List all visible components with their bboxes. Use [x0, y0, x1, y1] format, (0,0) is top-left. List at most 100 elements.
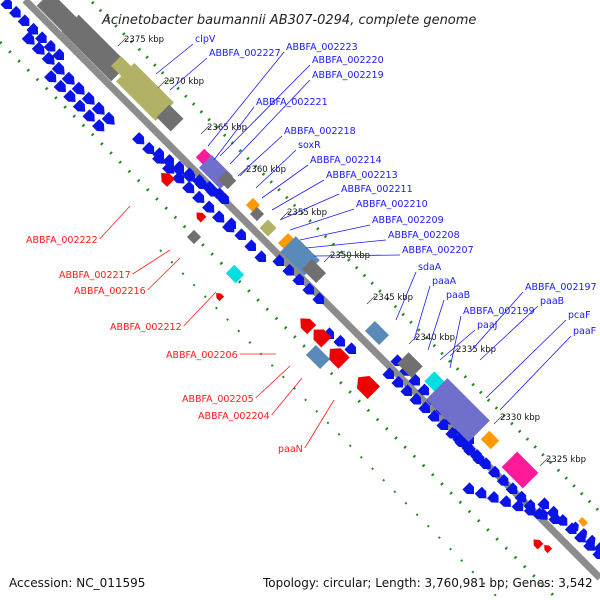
forward-gene-label[interactable]: ABBFA_002207: [402, 245, 474, 256]
cds-arrow-lane-g: [312, 292, 325, 305]
feature-cyan-block: [225, 264, 245, 284]
cds-arrow-lane-e: [206, 184, 218, 197]
cds-arrow-lane-g: [302, 282, 315, 295]
forward-gene-label[interactable]: paaJ: [477, 320, 497, 331]
cds-arrow-lane-j: [400, 384, 413, 397]
forward-gene-label[interactable]: ABBFA_002197: [525, 282, 597, 293]
forward-label-leader: [207, 51, 285, 147]
forward-gene-label[interactable]: ABBFA_002208: [388, 230, 460, 241]
reverse-gene-label[interactable]: ABBFA_002212: [110, 322, 182, 333]
cds-arrow-lane-e: [217, 192, 230, 205]
cds-arrow-lane-m: [546, 505, 559, 518]
cds-arrow-lane-n: [568, 521, 579, 532]
forward-label-leader: [485, 319, 567, 399]
reverse-cds-arrow: [544, 545, 553, 554]
feature-olive-block: [116, 63, 174, 121]
reverse-gene-label[interactable]: ABBFA_002216: [74, 286, 146, 297]
cds-arrow-lane-k: [487, 465, 500, 478]
forward-label-leader: [237, 135, 283, 177]
cds-arrow-lane-d: [162, 154, 175, 166]
forward-label-leader: [271, 179, 325, 211]
reverse-label-leader: [99, 205, 131, 240]
cds-arrow-lane-a: [72, 99, 86, 112]
cds-arrow-top: [9, 5, 21, 18]
forward-gene-label[interactable]: sdaA: [418, 262, 442, 273]
forward-gene-label[interactable]: ABBFA_002211: [341, 184, 413, 195]
forward-gene-label[interactable]: ABBFA_002221: [256, 97, 328, 108]
map-title: Acinetobacter baumannii AB307-0294, comp…: [101, 13, 476, 28]
kbp-tick-mark: [157, 79, 167, 89]
cds-arrow-lane-m: [592, 547, 600, 560]
reverse-gene-label[interactable]: ABBFA_002217: [59, 270, 131, 281]
forward-label-leader: [413, 285, 431, 341]
feature-magenta-block: [501, 451, 539, 489]
cds-arrow-lane-b: [41, 51, 55, 65]
gc-dot-track-inner: [0, 40, 561, 600]
kbp-tick-mark: [366, 295, 376, 305]
cds-arrow-lane-b: [101, 111, 115, 125]
cds-arrow-lane-b: [31, 41, 45, 55]
cds-arrow-lane-c: [132, 132, 145, 145]
cds-arrow-lane-a: [82, 109, 95, 122]
kbp-tick-label: 2365 kbp: [207, 123, 247, 133]
forward-gene-label[interactable]: ABBFA_002220: [312, 55, 384, 66]
reverse-gene-label[interactable]: ABBFA_002204: [198, 411, 270, 422]
cds-arrow-lane-j: [427, 409, 440, 422]
cds-arrow-lane-l: [474, 486, 487, 499]
forward-gene-label[interactable]: ABBFA_002218: [284, 126, 356, 137]
cds-arrow-lane-j: [445, 426, 458, 439]
kbp-tick-label: 2370 kbp: [164, 77, 204, 87]
kbp-tick-label: 2360 kbp: [246, 165, 286, 175]
cds-arrow-lane-b: [61, 71, 75, 85]
forward-label-leader: [313, 254, 401, 257]
forward-label-leader: [469, 291, 524, 353]
cds-arrow-lane-f: [224, 217, 237, 230]
forward-label-leader: [255, 149, 297, 189]
cds-arrow-lane-b: [21, 31, 35, 45]
kbp-tick-label: 2340 kbp: [415, 333, 455, 343]
forward-gene-label[interactable]: paaA: [432, 276, 457, 287]
forward-gene-label[interactable]: ABBFA_002213: [326, 170, 398, 181]
reverse-cds-arrow: [533, 539, 544, 550]
forward-gene-label[interactable]: ABBFA_002210: [356, 199, 428, 210]
forward-gene-label[interactable]: ABBFA_002223: [286, 42, 358, 53]
forward-gene-label[interactable]: paaF: [573, 326, 596, 337]
reverse-gene-label[interactable]: ABBFA_002206: [166, 350, 238, 361]
cds-arrow-lane-c: [142, 141, 155, 155]
cds-arrow-lane-e: [172, 162, 185, 175]
forward-gene-label[interactable]: paaB: [540, 296, 564, 307]
gene-features: [0, 0, 600, 560]
feature-purple-block: [426, 378, 490, 442]
forward-gene-label[interactable]: ABBFA_002214: [310, 155, 382, 166]
cds-arrow-lane-b: [71, 81, 85, 95]
forward-gene-label[interactable]: clpV: [195, 34, 216, 45]
forward-gene-label[interactable]: ABBFA_002227: [209, 48, 281, 59]
forward-label-leader: [479, 305, 539, 361]
forward-label-leader: [229, 79, 311, 165]
gene-labels: clpV ABBFA_002227 ABBFA_002223ABBFA_002220…: [26, 34, 597, 455]
forward-gene-label[interactable]: paaB: [446, 290, 470, 301]
forward-gene-label[interactable]: soxR: [298, 140, 321, 151]
kbp-tick-label: 2335 kbp: [456, 345, 496, 355]
cds-arrow-lane-a: [53, 79, 66, 93]
reverse-gene-label[interactable]: ABBFA_002205: [182, 394, 254, 405]
cds-arrow-lane-k: [470, 449, 482, 461]
kbp-tick-label: 2330 kbp: [500, 413, 540, 423]
forward-gene-label[interactable]: ABBFA_002199: [463, 306, 535, 317]
cds-arrow-lane-h: [333, 334, 346, 347]
forward-label-leader: [289, 208, 355, 231]
cds-arrow-lane-f: [244, 239, 257, 252]
reverse-gene-label[interactable]: ABBFA_002222: [26, 235, 98, 246]
forward-gene-label[interactable]: ABBFA_002209: [372, 215, 444, 226]
forward-gene-label[interactable]: ABBFA_002219: [312, 70, 384, 81]
cds-arrow-lane-g: [282, 263, 295, 276]
reverse-cds-arrow: [356, 375, 381, 400]
cds-arrow-lane-m: [537, 497, 550, 510]
forward-label-leader: [439, 329, 476, 361]
reverse-gene-label[interactable]: paaN: [278, 444, 303, 455]
forward-gene-label[interactable]: pcaF: [568, 310, 591, 321]
reverse-cds-arrow: [196, 212, 207, 223]
cds-arrow-top: [17, 14, 30, 27]
feature-gray-block: [156, 104, 184, 132]
